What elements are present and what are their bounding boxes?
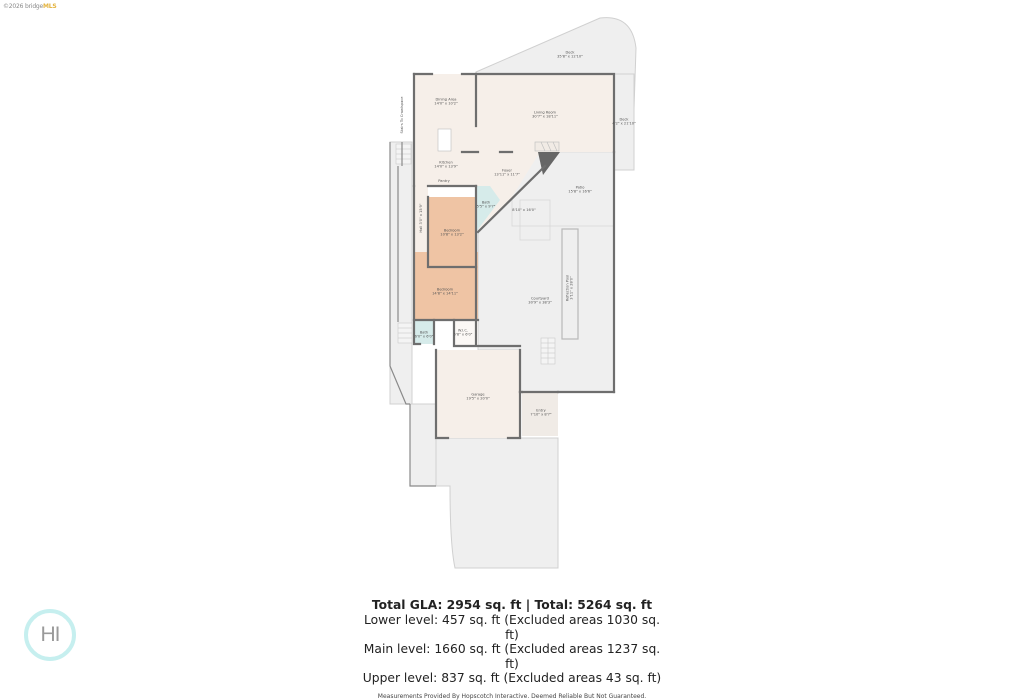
stairs-to-crawlspace-label: Stairs To Crawlspace: [399, 96, 404, 134]
kitchen-island: [437, 128, 452, 152]
wall-bedroom-1: [426, 184, 478, 269]
foyer-interior: [478, 152, 540, 230]
main-level-area: Main level: 1660 sq. ft (Excluded areas …: [363, 642, 661, 671]
unlabeled-area-shape: [519, 199, 551, 241]
driveway-area: [435, 437, 559, 569]
bath-1-shape: [476, 186, 500, 232]
area-summary: Total GLA: 2954 sq. ft | Total: 5264 sq.…: [362, 598, 662, 700]
wall-garage: [434, 348, 522, 440]
room-wic: W.I.C.5'8" x 6'0": [453, 328, 473, 337]
watermark-prefix: ©2026 bridge: [3, 3, 44, 10]
wall-diagonal: [476, 164, 547, 234]
wall-living: [474, 72, 616, 154]
bath-2-shape: [414, 320, 434, 344]
kitchen-interior: [414, 150, 478, 186]
measurement-disclaimer: Measurements Provided By Hopscotch Inter…: [377, 692, 647, 700]
wall-west-bedrooms: [412, 184, 422, 346]
entry-interior: [522, 392, 558, 436]
upper-level-area: Upper level: 837 sq. ft (Excluded areas …: [362, 671, 662, 686]
reflection-pool-shape: [561, 228, 579, 340]
left-lower-walk: [409, 403, 437, 487]
wall-lower-left: [409, 404, 436, 487]
hopscotch-logo-icon: HI: [24, 609, 76, 661]
column-wedge: [538, 152, 560, 175]
room-pantry: Pantry: [438, 178, 450, 183]
wall-outer-left-inner: [397, 142, 403, 322]
room-unlabeled: 8'10" x 16'0": [512, 207, 536, 212]
lower-level-area: Lower level: 457 sq. ft (Excluded areas …: [363, 613, 661, 642]
floor-plan-drawing: [389, 17, 637, 569]
wall-bath-wic: [432, 318, 522, 348]
wic-interior: [454, 320, 478, 346]
wall-outer-left: [389, 142, 410, 405]
logo-text: HI: [40, 623, 61, 646]
left-walkway: [389, 141, 413, 405]
garage-interior: [436, 350, 520, 438]
fireplace: [534, 141, 560, 152]
bedroom-2-shape: [414, 252, 478, 320]
watermark-brand: MLS: [43, 3, 57, 10]
total-gla: Total GLA: 2954 sq. ft | Total: 5264 sq.…: [371, 598, 653, 612]
hall-interior: [414, 186, 428, 254]
room-hall: Hall 3'0" x 15'9": [418, 203, 423, 233]
